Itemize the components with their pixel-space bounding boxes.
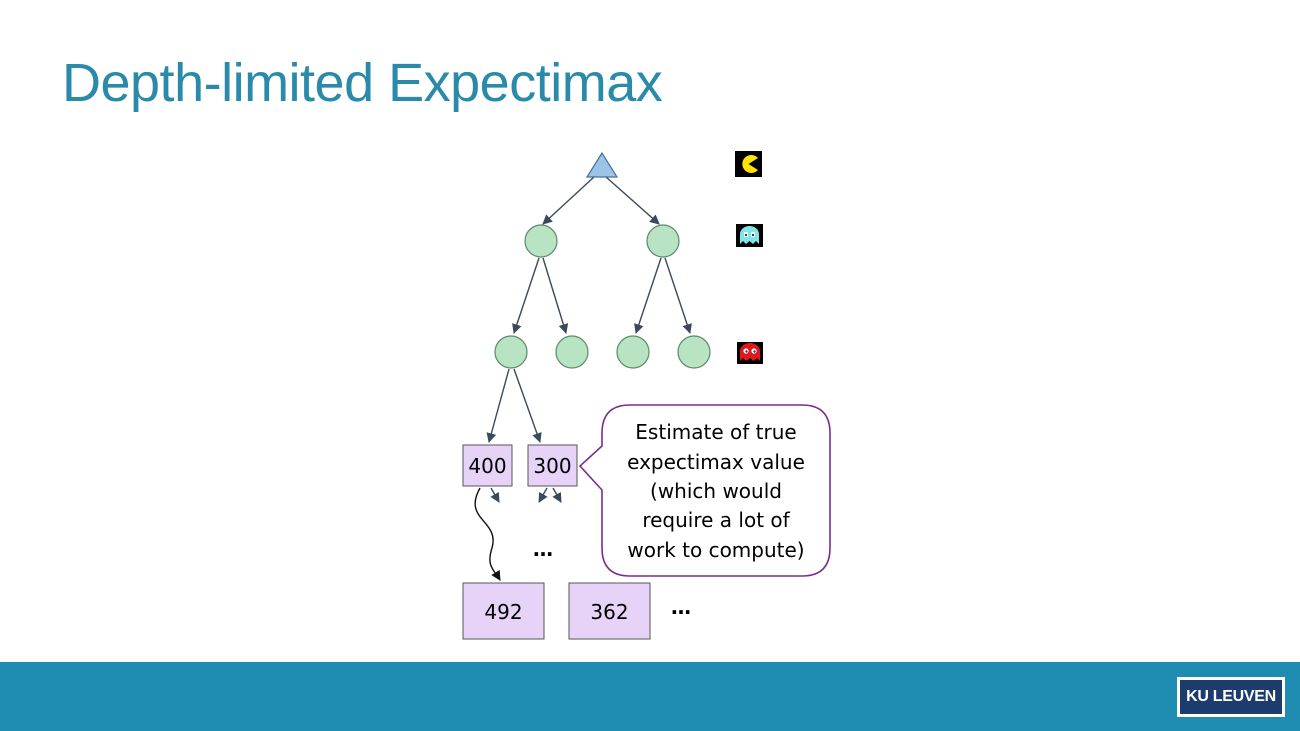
chance-node-layer1-left xyxy=(524,224,558,258)
leaf-value-492: 492 xyxy=(484,600,522,624)
edge-g1-300 xyxy=(513,368,542,443)
edge-300-stub-right xyxy=(552,487,562,503)
edge-c2-g3 xyxy=(634,257,662,334)
edge-400-to-492-curved xyxy=(474,487,501,581)
red-ghost-icon xyxy=(737,342,763,364)
chance-node-layer2-2 xyxy=(555,335,589,369)
callout-line-2: expectimax value xyxy=(627,450,805,474)
slide-title: Depth-limited Expectimax xyxy=(62,53,663,113)
edge-c1-g2 xyxy=(542,257,569,334)
callout-line-5: work to compute) xyxy=(627,538,804,562)
ellipsis-right: … xyxy=(671,595,691,619)
leaf-node-400: 400 xyxy=(462,444,513,487)
callout-line-4: require a lot of xyxy=(642,508,790,532)
edge-root-right xyxy=(605,176,660,225)
leaf-node-492: 492 xyxy=(462,582,545,640)
edge-300-stub-left xyxy=(538,487,548,503)
leaf-value-362: 362 xyxy=(590,600,628,624)
edge-g1-400 xyxy=(486,368,510,443)
tree-edges xyxy=(486,176,692,503)
callout-bubble xyxy=(578,404,831,577)
callout-line-1: Estimate of true xyxy=(635,420,796,444)
pacman-icon xyxy=(735,151,762,177)
ku-leuven-logo: KU LEUVEN xyxy=(1177,677,1285,717)
leaf-node-362: 362 xyxy=(568,582,651,640)
chance-node-layer1-right xyxy=(646,224,680,258)
chance-node-layer2-1 xyxy=(494,335,528,369)
leaf-value-400: 400 xyxy=(468,454,506,478)
chance-node-layer2-3 xyxy=(616,335,650,369)
callout-line-3: (which would xyxy=(650,479,782,503)
ellipsis-middle: … xyxy=(533,537,553,561)
max-node-root xyxy=(585,151,619,178)
leaf-node-300: 300 xyxy=(527,444,578,487)
cyan-ghost-icon xyxy=(736,224,763,247)
edge-c2-g4 xyxy=(664,257,692,334)
chance-node-layer2-4 xyxy=(677,335,711,369)
edge-400-stub xyxy=(490,487,500,503)
footer-bar xyxy=(0,662,1300,731)
leaf-value-300: 300 xyxy=(533,454,571,478)
edge-c1-g1 xyxy=(512,257,540,334)
edge-root-left xyxy=(542,176,595,225)
